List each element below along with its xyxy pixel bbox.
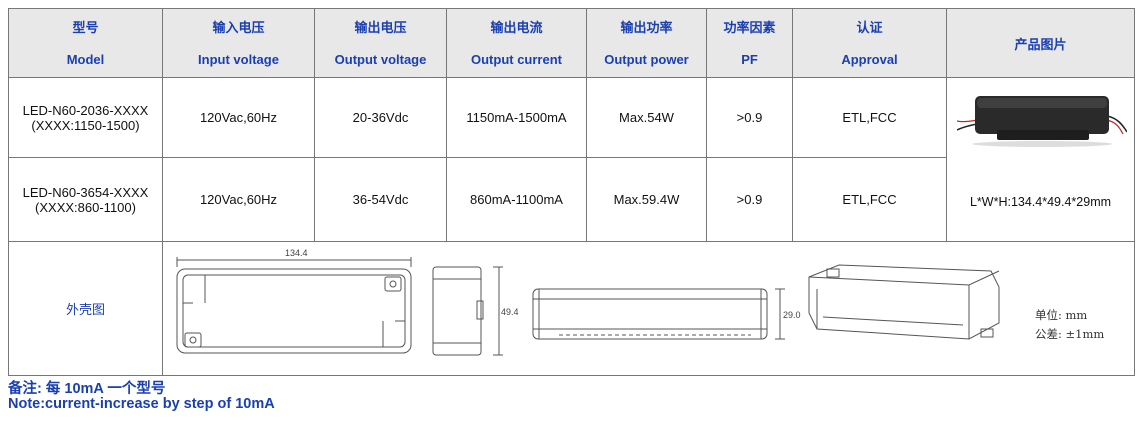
product-dimensions: L*W*H:134.4*49.4*29mm: [969, 195, 1112, 209]
dim-width: 49.4: [501, 307, 519, 317]
note-english: Note:current-increase by step of 10mA: [8, 396, 275, 412]
cell-output-power: Max.54W: [586, 77, 707, 158]
cell-input-voltage: 120Vac,60Hz: [162, 157, 315, 242]
note-chinese: 备注: 每 10mA 一个型号: [8, 381, 166, 397]
cell-output-voltage: 20-36Vdc: [314, 77, 447, 158]
shell-drawing-label-cell: 外壳图: [8, 241, 163, 376]
cell-output-current: 1150mA-1500mA: [446, 77, 587, 158]
shell-drawing: 134.4 49.4 29.0 单位: mm 公差: ±1mm: [176, 248, 1104, 355]
shell-drawing-label: 外壳图: [65, 302, 105, 317]
table-row: LED-N60-2036-XXXX(XXXX:1150-1500) 120Vac…: [8, 77, 1135, 242]
cell-approval: ETL,FCC: [792, 157, 947, 242]
header-product-picture: 产品图片: [946, 8, 1135, 78]
cell-output-voltage: 36-54Vdc: [314, 157, 447, 242]
cell-model: LED-N60-3654-XXXX(XXXX:860-1100): [8, 157, 163, 242]
product-photo: [957, 96, 1127, 147]
tolerance-text: 公差: ±1mm: [1035, 327, 1104, 341]
cell-pf: >0.9: [706, 157, 793, 242]
table-row: LED-N60-3654-XXXX(XXXX:860-1100) 120Vac,…: [8, 157, 1135, 242]
cell-approval: ETL,FCC: [792, 77, 947, 158]
dim-height: 29.0: [783, 310, 801, 320]
cell-input-voltage: 120Vac,60Hz: [162, 77, 315, 158]
product-picture-cell: L*W*H:134.4*49.4*29mm: [946, 77, 1135, 242]
cell-model: LED-N60-2036-XXXX(XXXX:1150-1500): [8, 77, 163, 158]
shell-drawing-cell: 134.4 49.4 29.0 单位: mm 公差: ±1mm: [162, 241, 1135, 376]
cell-output-current: 860mA-1100mA: [446, 157, 587, 242]
shell-drawing-row: 外壳图: [8, 241, 1135, 376]
dim-length: 134.4: [285, 248, 308, 258]
cell-pf: >0.9: [706, 77, 793, 158]
unit-text: 单位: mm: [1035, 308, 1087, 322]
cell-output-power: Max.59.4W: [586, 157, 707, 242]
